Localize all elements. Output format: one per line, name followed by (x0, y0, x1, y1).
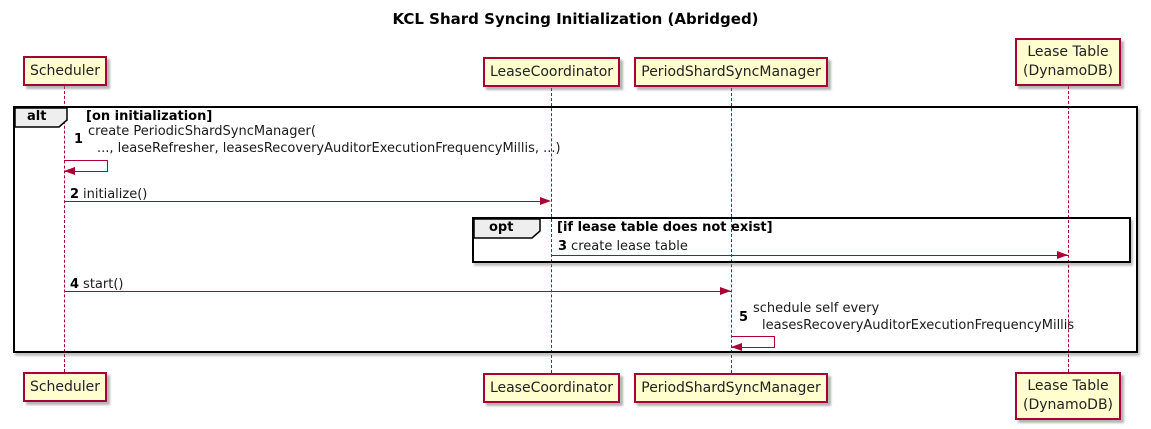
opt-frame (472, 217, 1131, 263)
message-3-arrow (551, 255, 1068, 256)
opt-frame-condition: [if lease table does not exist] (557, 220, 773, 235)
message-3-arrowhead (1057, 251, 1068, 259)
message-2-number: 2 (70, 187, 80, 202)
message-2-arrowhead (540, 197, 551, 205)
lifeline-scheduler (64, 86, 65, 372)
participant-lease-coordinator-bottom: LeaseCoordinator (483, 373, 620, 403)
message-1-label: create PeriodicShardSyncManager( ..., le… (88, 123, 561, 157)
message-5-label: schedule self every leasesRecoveryAudito… (753, 300, 1074, 334)
participant-scheduler-bottom: Scheduler (23, 372, 107, 402)
lifeline-lease-coordinator (551, 88, 552, 373)
message-5-line1: schedule self every (753, 301, 880, 316)
message-2-arrow (64, 201, 542, 202)
participant-lease-table-top: Lease Table (DynamoDB) (1015, 38, 1121, 86)
opt-frame-keyword: opt (489, 220, 514, 235)
message-5-number: 5 (739, 310, 749, 325)
message-3-number: 3 (558, 239, 568, 254)
alt-frame-pentagon (15, 108, 68, 128)
message-1-arrowhead (64, 167, 75, 175)
participant-lease-table-bottom: Lease Table (DynamoDB) (1015, 372, 1121, 420)
participant-period-shard-sync-manager-bottom: PeriodShardSyncManager (634, 373, 828, 403)
participant-lease-coordinator-top: LeaseCoordinator (483, 57, 620, 87)
message-4-arrow (64, 291, 731, 292)
message-1-line2: ..., leaseRefresher, leasesRecoveryAudit… (97, 141, 561, 156)
participant-scheduler-top: Scheduler (23, 56, 107, 86)
alt-frame-keyword: alt (27, 109, 47, 124)
message-4-number: 4 (70, 277, 80, 292)
message-1-line1: create PeriodicShardSyncManager( (88, 124, 316, 139)
message-1-number: 1 (74, 132, 84, 147)
diagram-title: KCL Shard Syncing Initialization (Abridg… (392, 10, 759, 28)
message-5-self-arrow (731, 336, 775, 348)
lifeline-period-shard-sync-manager (731, 88, 732, 373)
message-4-arrowhead (720, 287, 731, 295)
alt-frame-condition: [on initialization] (86, 109, 213, 124)
alt-frame (13, 106, 1138, 353)
opt-frame-pentagon (474, 219, 541, 239)
participant-period-shard-sync-manager-top: PeriodShardSyncManager (634, 57, 828, 87)
message-5-arrowhead (731, 343, 742, 351)
lifeline-lease-table (1068, 86, 1069, 372)
message-1-self-arrow (64, 160, 108, 172)
message-5-line2: leasesRecoveryAuditorExecutionFrequencyM… (762, 318, 1075, 333)
